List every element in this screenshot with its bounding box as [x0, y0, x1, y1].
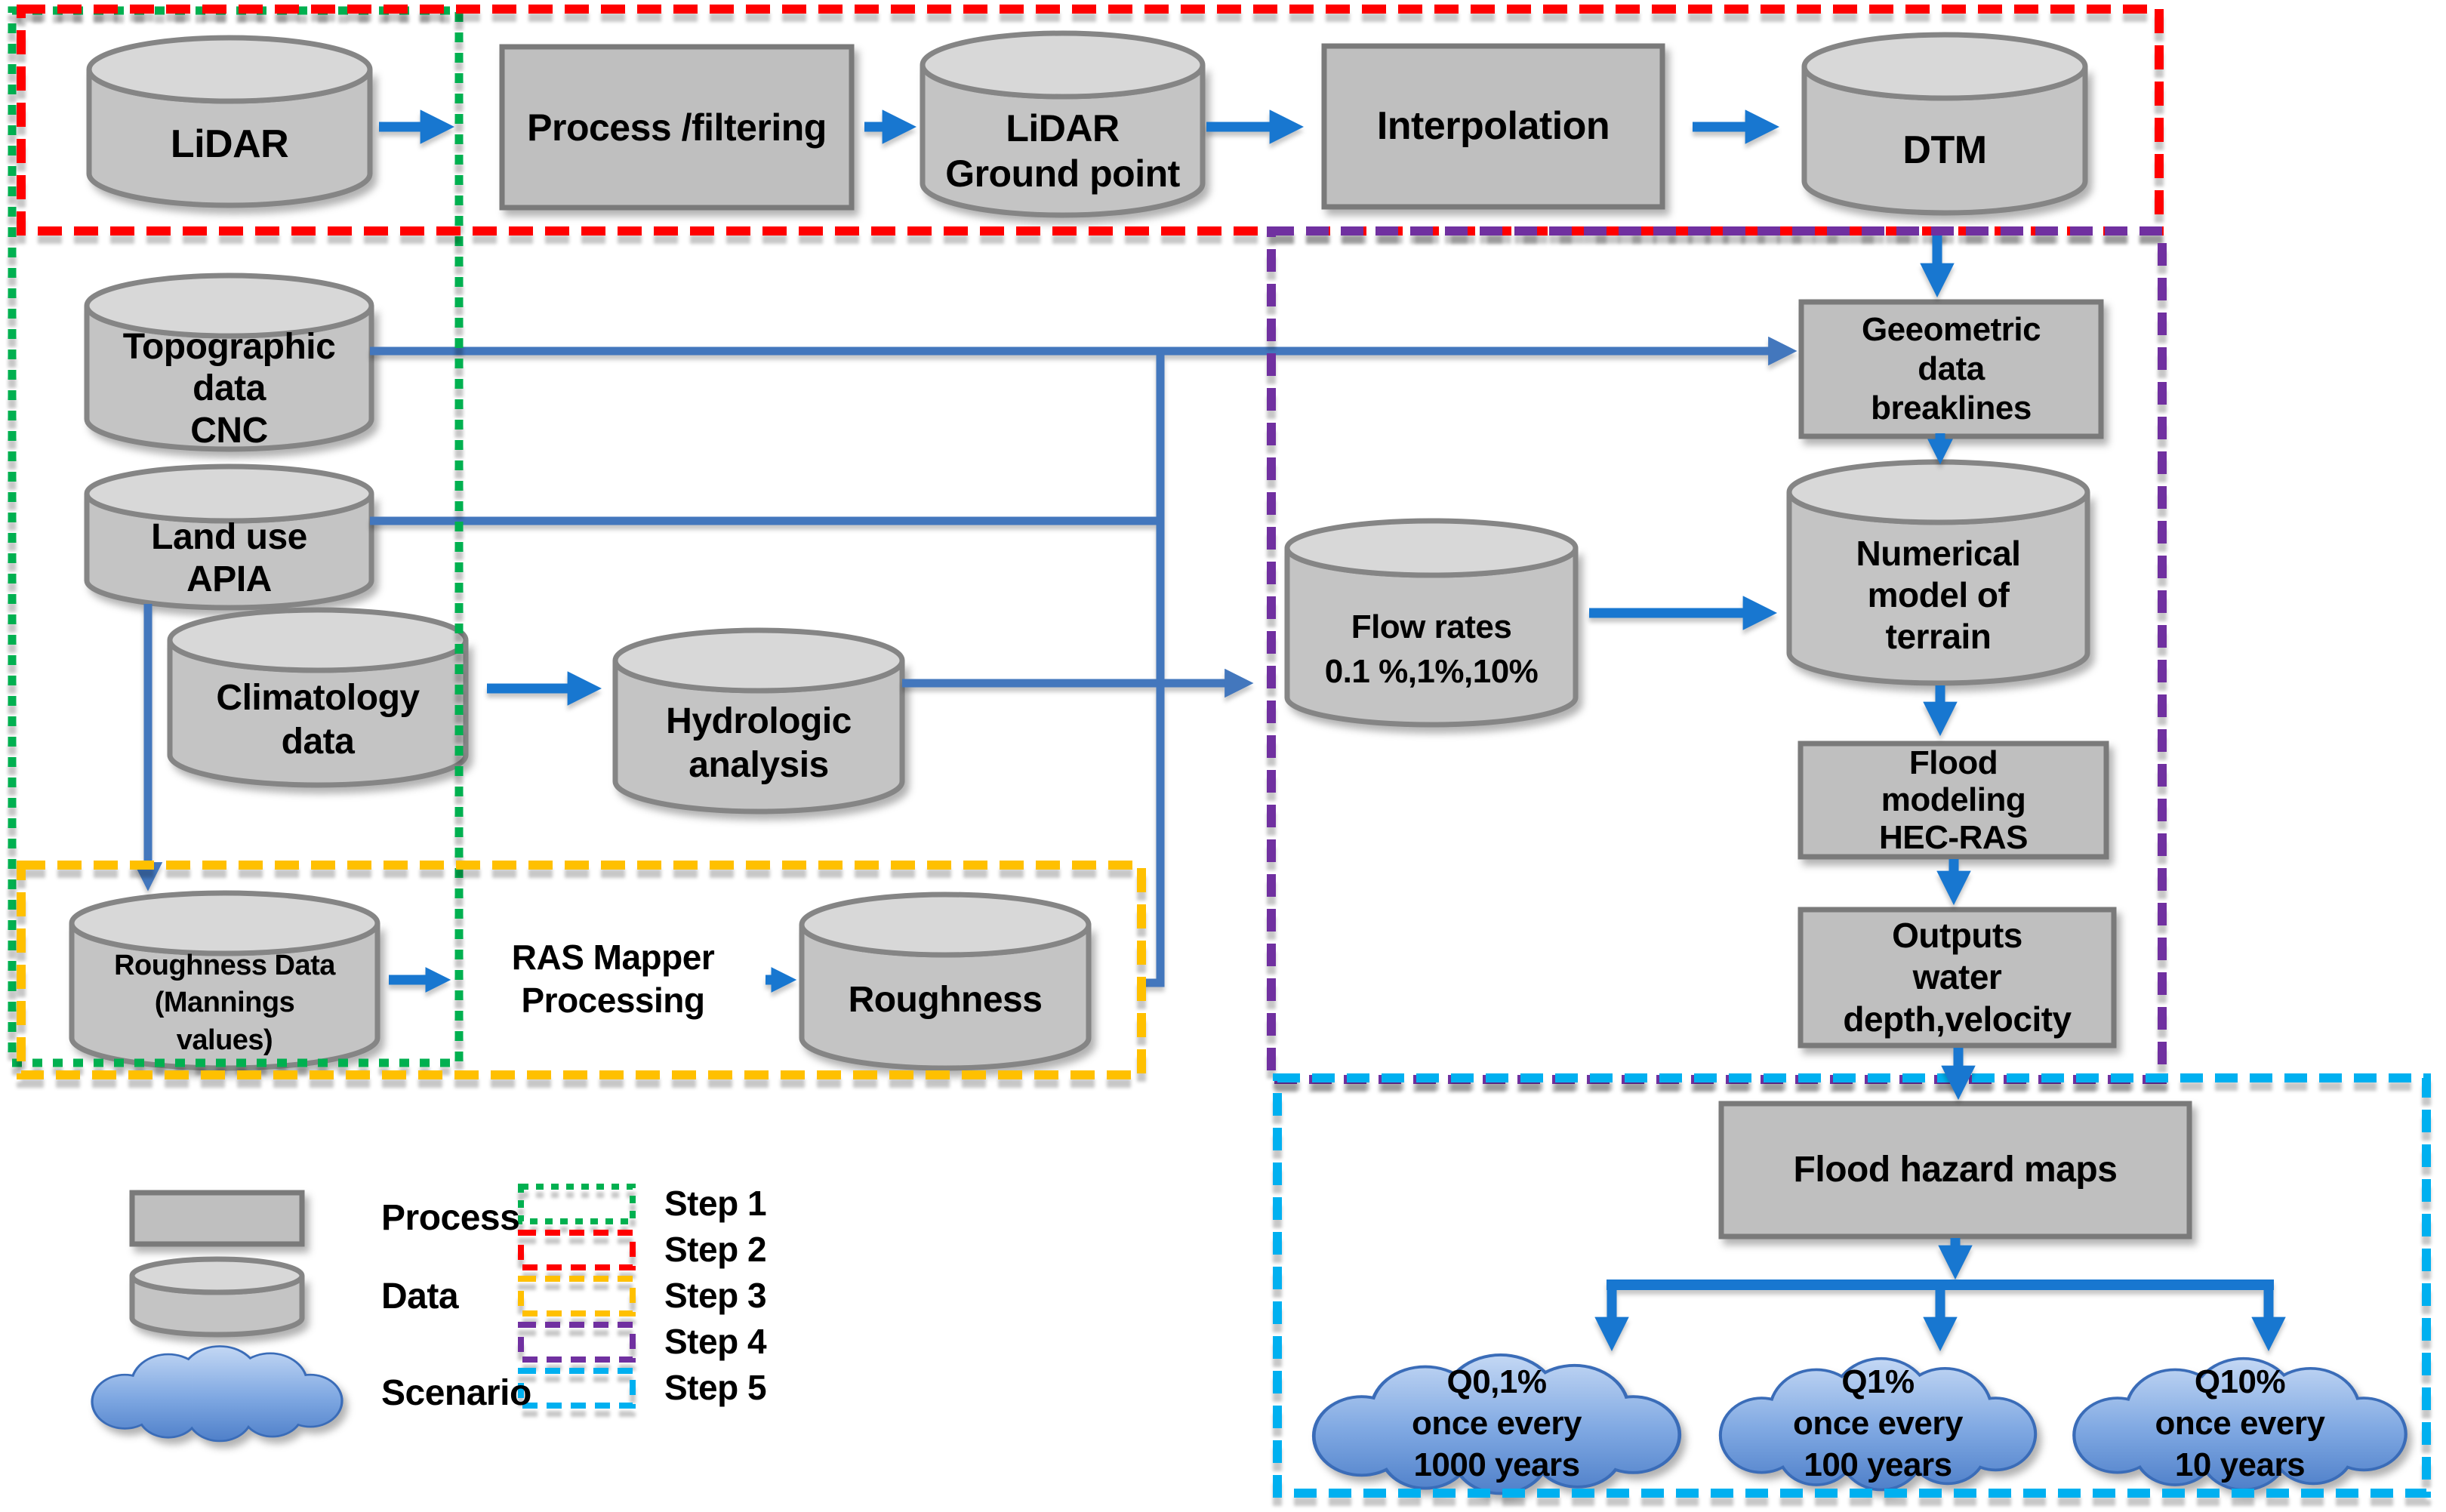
- scenario-cloud-q01: [1316, 1356, 1678, 1492]
- legend-step2-swatch: [518, 1230, 636, 1270]
- step3-box: [17, 861, 1146, 1079]
- climatology-cylinder-top: [167, 607, 469, 673]
- dtm-cylinder-top: [1801, 32, 2088, 101]
- legend-step1-swatch: [518, 1184, 636, 1224]
- flood-modeling-hecras-box: [1798, 741, 2109, 860]
- roughness-data-cylinder-top: [69, 890, 380, 956]
- legend-step5-swatch: [518, 1368, 636, 1409]
- legend-scenario-shape: [94, 1347, 341, 1440]
- scenario-cloud-q10: [2075, 1360, 2404, 1489]
- step2-box: [17, 5, 2164, 236]
- interpolation-box: [1321, 43, 1665, 210]
- lidar-cylinder-top: [86, 35, 373, 104]
- land-use-cylinder-top: [84, 463, 374, 524]
- hydrologic-cylinder-top: [612, 627, 905, 694]
- geometric-data-breaklines-box: [1798, 299, 2104, 439]
- step1-box: [8, 6, 464, 1067]
- legend-data-shape-top: [129, 1256, 305, 1295]
- process-filtering-box: [499, 44, 855, 211]
- topographic-cylinder-top: [84, 273, 374, 339]
- connector-junction-vertical: [1144, 347, 1165, 987]
- legend-step4-swatch: [518, 1322, 636, 1363]
- flood-hazard-maps-box: [1718, 1101, 2192, 1239]
- scenario-cloud-q1: [1722, 1360, 2034, 1489]
- outputs-box: [1798, 907, 2117, 1049]
- lidar-ground-point-cylinder-top: [920, 30, 1206, 100]
- legend-process-shape: [129, 1190, 305, 1247]
- flow-rates-cylinder-top: [1284, 518, 1579, 578]
- numerical-cylinder-top: [1786, 459, 2090, 525]
- legend-step3-swatch: [518, 1276, 636, 1316]
- step5-box: [1273, 1073, 2431, 1498]
- roughness-cylinder-top: [799, 891, 1092, 958]
